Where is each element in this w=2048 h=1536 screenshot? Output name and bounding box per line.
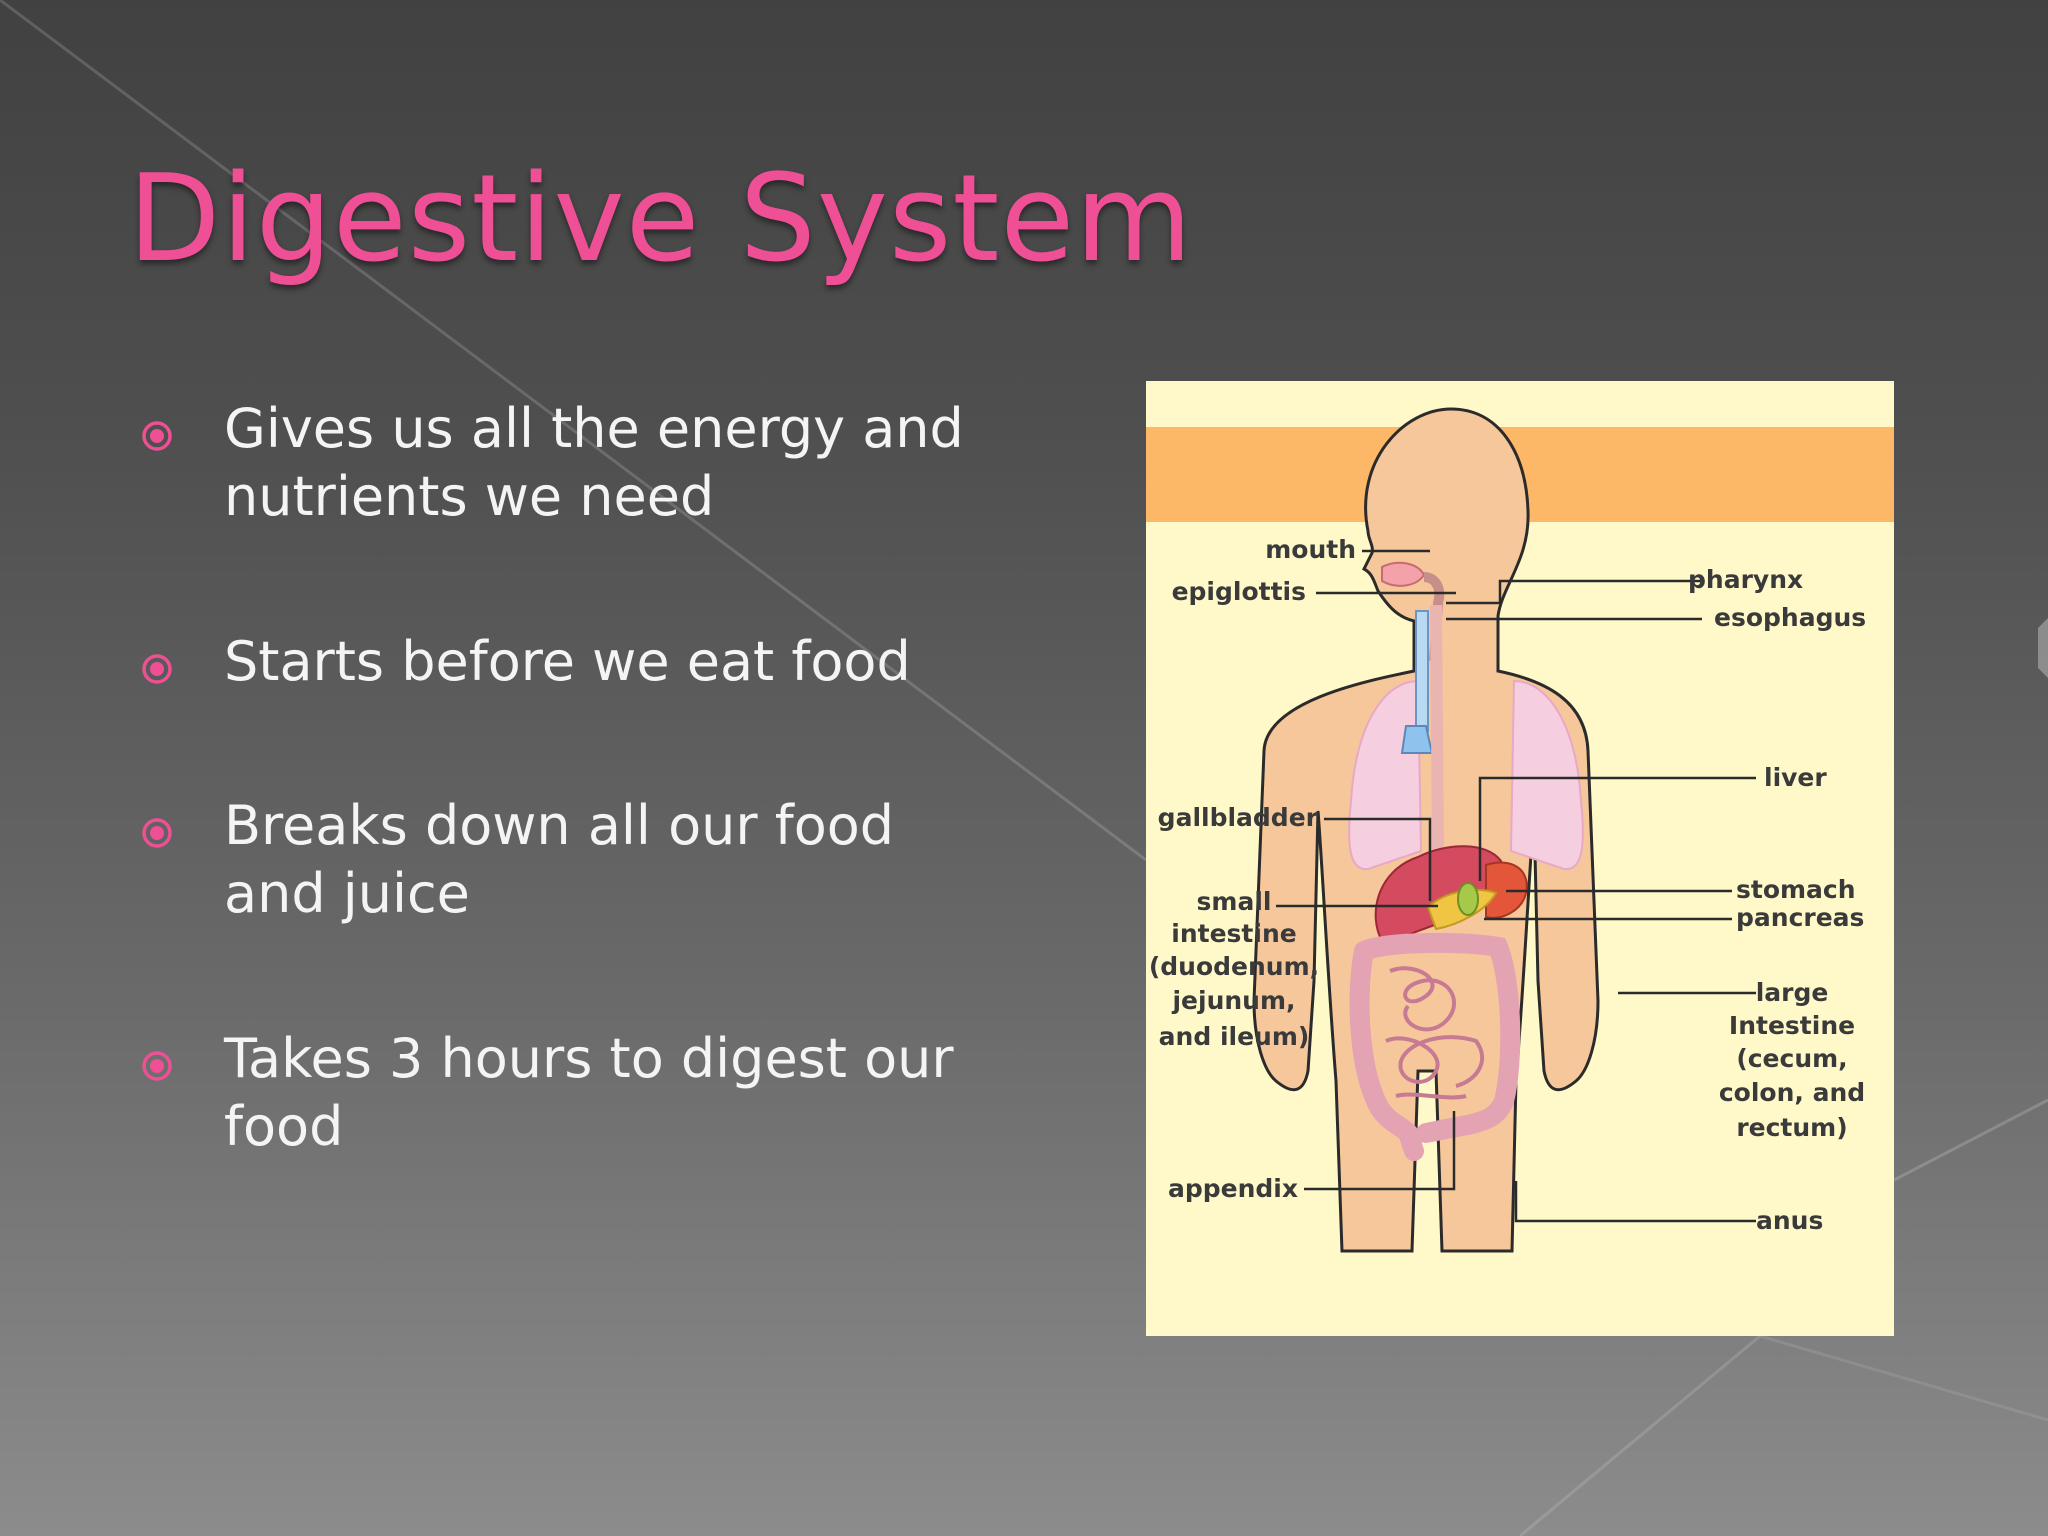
label-large-intestine: large Intestine (cecum, colon, and rectu… bbox=[1719, 978, 1865, 1142]
esophagus-tube bbox=[1430, 604, 1444, 852]
diagram-labels: mouth epiglottis pharynx esophagus liver… bbox=[1149, 535, 1866, 1235]
label-gallbladder: gallbladder bbox=[1158, 803, 1319, 832]
svg-text:(cecum,: (cecum, bbox=[1736, 1044, 1847, 1073]
bullet-item: Gives us all the energy and nutrients we… bbox=[140, 395, 1004, 531]
label-anus: anus bbox=[1756, 1206, 1823, 1235]
svg-text:small: small bbox=[1197, 887, 1272, 916]
bullet-text: Breaks down all our food and juice bbox=[224, 794, 895, 925]
gallbladder-organ bbox=[1457, 882, 1479, 916]
label-appendix: appendix bbox=[1168, 1174, 1298, 1203]
slide-title: Digestive System bbox=[128, 150, 1194, 289]
svg-text:intestine: intestine bbox=[1171, 919, 1296, 948]
svg-text:and ileum): and ileum) bbox=[1159, 1022, 1310, 1051]
label-small-intestine: small intestine (duodenum, jejunum, and … bbox=[1149, 887, 1319, 1051]
label-liver: liver bbox=[1764, 763, 1827, 792]
svg-text:rectum): rectum) bbox=[1736, 1113, 1847, 1142]
leader-lines bbox=[1276, 549, 1756, 1223]
radio-dot-icon bbox=[140, 419, 174, 453]
label-esophagus: esophagus bbox=[1714, 603, 1866, 632]
chevron-right-icon bbox=[2038, 618, 2048, 678]
bullet-item: Takes 3 hours to digest our food bbox=[140, 1025, 1004, 1161]
pharynx-tube bbox=[1423, 572, 1445, 662]
diagram-illustration: mouth epiglottis pharynx esophagus liver… bbox=[1146, 407, 1894, 1253]
label-mouth: mouth bbox=[1265, 535, 1356, 564]
label-epiglottis: epiglottis bbox=[1172, 577, 1306, 606]
label-stomach: stomach bbox=[1736, 875, 1856, 904]
bullet-text: Starts before we eat food bbox=[224, 630, 911, 693]
label-pancreas: pancreas bbox=[1736, 903, 1864, 932]
small-intestine-organ bbox=[1385, 966, 1484, 1100]
bullet-item: Breaks down all our food and juice bbox=[140, 792, 1004, 928]
label-pharynx: pharynx bbox=[1688, 565, 1803, 594]
mouth-cavity bbox=[1381, 561, 1426, 587]
bullet-item: Starts before we eat food bbox=[140, 628, 1004, 696]
svg-text:(duodenum,: (duodenum, bbox=[1149, 952, 1319, 981]
svg-text:colon, and: colon, and bbox=[1719, 1078, 1865, 1107]
svg-text:Intestine: Intestine bbox=[1729, 1011, 1855, 1040]
lungs bbox=[1348, 679, 1584, 871]
digestive-system-diagram: mouth epiglottis pharynx esophagus liver… bbox=[1146, 381, 1894, 1336]
radio-dot-icon bbox=[140, 816, 174, 850]
bullet-text: Takes 3 hours to digest our food bbox=[224, 1027, 954, 1158]
bullet-text: Gives us all the energy and nutrients we… bbox=[224, 397, 964, 528]
radio-dot-icon bbox=[140, 1049, 174, 1083]
svg-text:jejunum,: jejunum, bbox=[1171, 986, 1295, 1015]
radio-dot-icon bbox=[140, 652, 174, 686]
large-intestine-organ bbox=[1349, 932, 1521, 1161]
svg-text:large: large bbox=[1756, 978, 1829, 1007]
